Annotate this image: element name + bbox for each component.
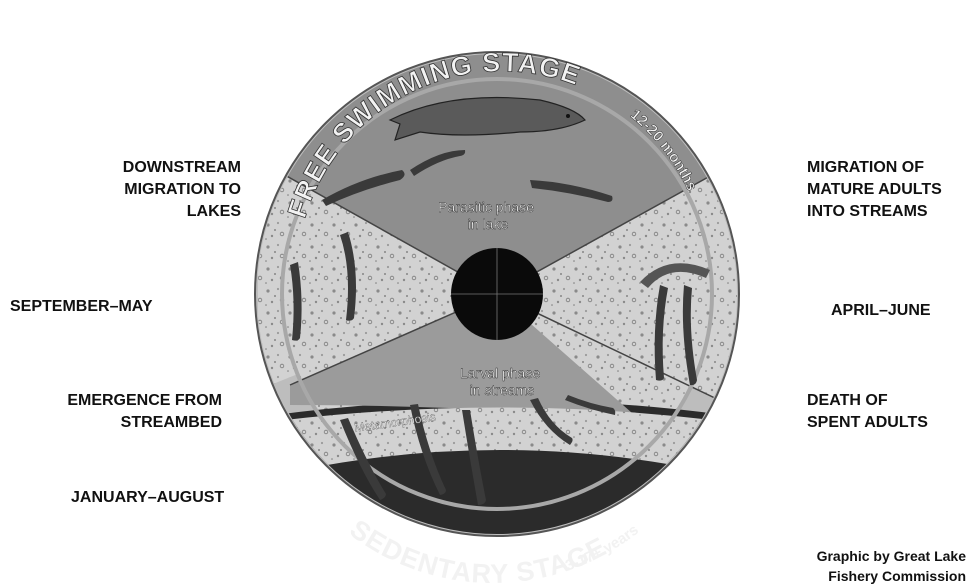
death-of-spent-adults-label: DEATH OF SPENT ADULTS — [807, 390, 928, 434]
january-august-label: JANUARY–AUGUST — [71, 487, 224, 509]
mature-adults-migration-label: MIGRATION OF MATURE ADULTS INTO STREAMS — [807, 157, 942, 223]
april-june-label: APRIL–JUNE — [831, 300, 931, 322]
emergence-label: EMERGENCE FROM STREAMBED — [67, 390, 222, 434]
larval-phase-label: Larval phase in streams — [460, 365, 544, 398]
graphic-credit: Graphic by Great Lake Fishery Commission — [817, 546, 966, 586]
september-may-label: SEPTEMBER–MAY — [10, 296, 153, 318]
downstream-migration-label: DOWNSTREAM MIGRATION TO LAKES — [123, 157, 241, 223]
